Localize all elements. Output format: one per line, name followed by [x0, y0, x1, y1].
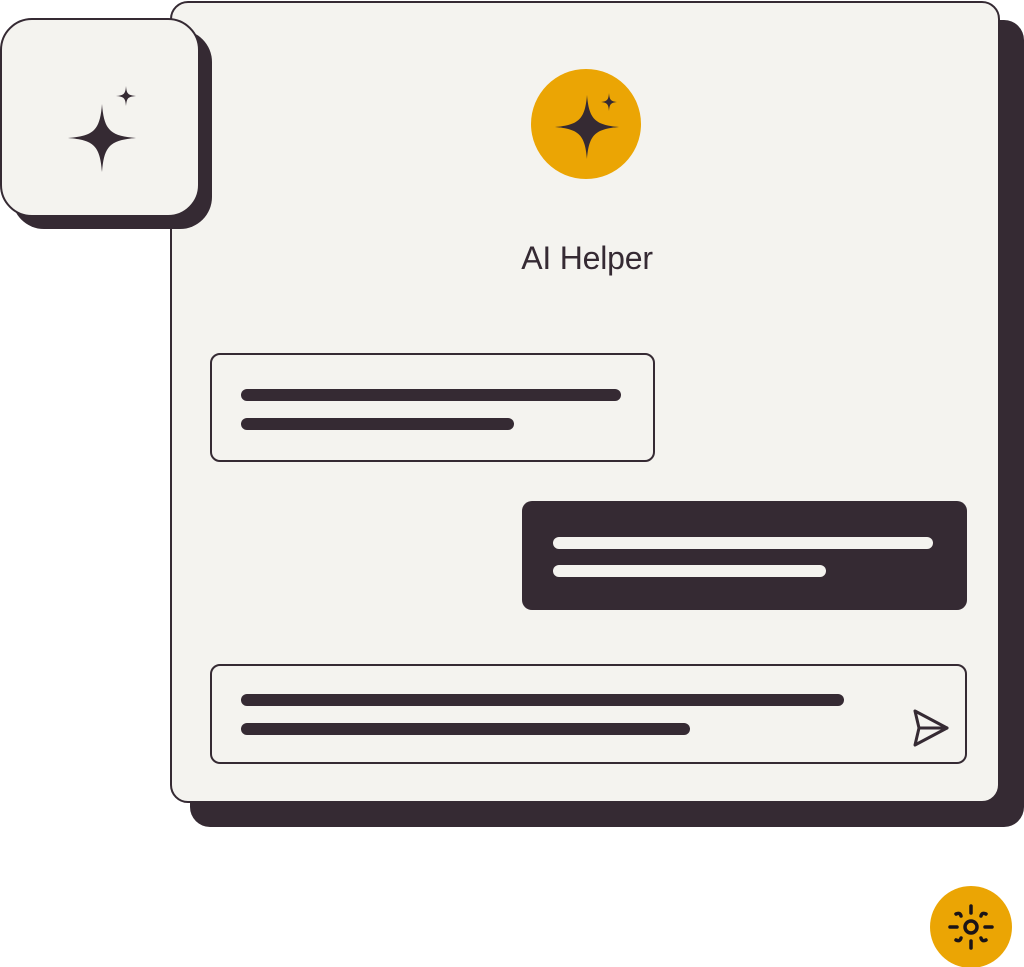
message-input[interactable] [210, 664, 967, 764]
send-button[interactable] [912, 708, 952, 748]
message-text-line [241, 389, 621, 401]
ai-badge[interactable] [0, 18, 200, 217]
user-message-bubble [522, 501, 967, 610]
page-title: AI Helper [521, 240, 653, 276]
sparkles-icon [555, 93, 619, 159]
assistant-message-bubble [210, 353, 655, 462]
settings-sun-icon [948, 904, 994, 950]
input-text-line [241, 694, 844, 706]
message-text-line [241, 418, 514, 430]
message-text-line [553, 565, 826, 577]
send-icon [913, 709, 949, 747]
assistant-avatar [531, 69, 641, 179]
input-text-line [241, 723, 690, 735]
settings-button[interactable] [930, 886, 1012, 967]
sparkles-icon [68, 86, 136, 172]
message-text-line [553, 537, 933, 549]
